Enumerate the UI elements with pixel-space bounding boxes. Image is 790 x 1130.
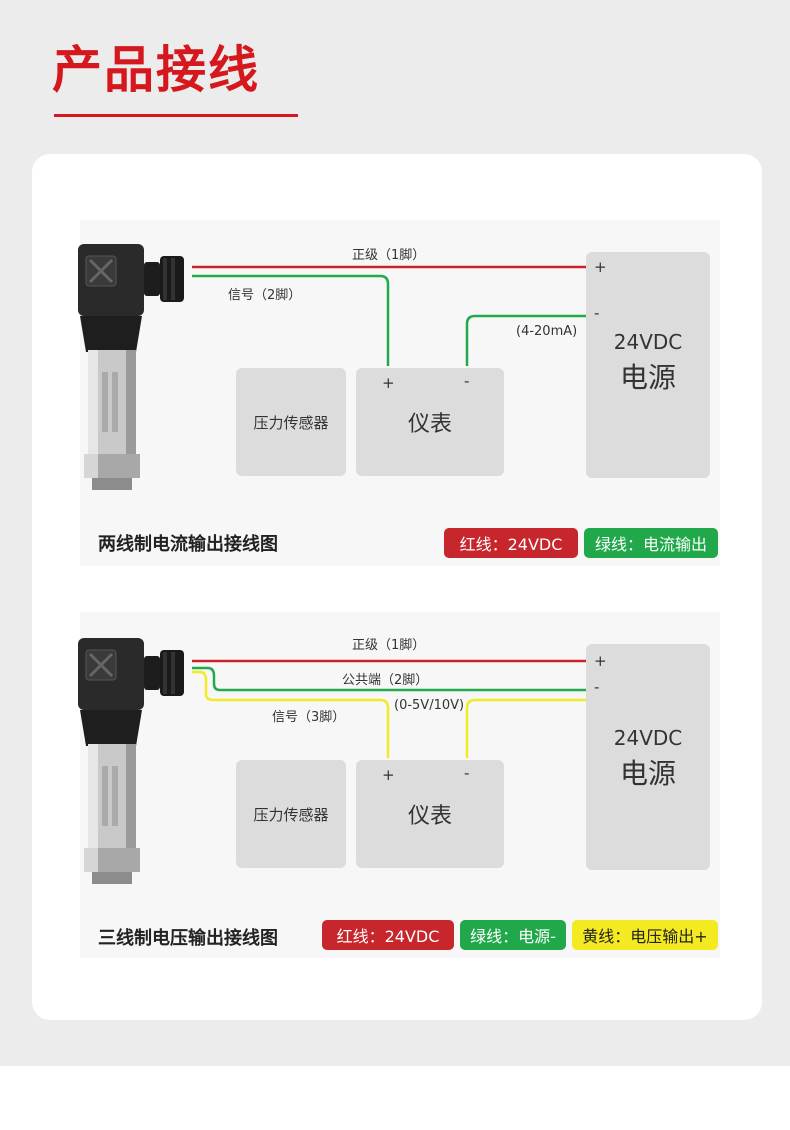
psu-name: 电源 <box>619 757 676 790</box>
sensor-box-label: 压力传感器 <box>253 413 329 432</box>
yellow-wire-signal <box>192 670 390 758</box>
sensor-box: 压力传感器 <box>236 368 346 476</box>
three-wire-common-label: 公共端（2脚） <box>342 673 429 688</box>
meter-box-label: 仪表 <box>407 804 452 829</box>
yellow-wire-return <box>465 698 588 758</box>
meter-box-label: 仪表 <box>407 412 452 437</box>
title-underline <box>54 114 298 117</box>
two-wire-caption: 两线制电流输出接线图 <box>98 534 278 555</box>
psu-minus-terminal: - <box>594 304 600 322</box>
meter-box: 仪表 <box>356 760 504 868</box>
sensor-box: 压力传感器 <box>236 760 346 868</box>
two-wire-diagram: 正级（1脚） 信号（2脚） (4-20mA) 压力传感器 仪表 + - + - … <box>78 220 720 566</box>
sensor-box-label: 压力传感器 <box>253 805 329 824</box>
badge-red-wire: 红线：24VDC <box>444 528 578 558</box>
psu-plus-terminal: + <box>594 652 607 670</box>
psu-text: 24VDC 电源 <box>586 330 710 396</box>
psu-name: 电源 <box>619 361 676 394</box>
three-wire-wires <box>192 659 588 758</box>
three-wire-signal-label: 信号（3脚） <box>272 710 346 725</box>
psu-box <box>586 644 710 870</box>
three-wire-range-label: (0-5V/10V) <box>394 698 465 713</box>
two-wire-range-label: (4-20mA) <box>516 324 578 339</box>
meter-plus-terminal: + <box>382 766 395 784</box>
badge-green-wire: 绿线：电源- <box>460 920 566 950</box>
page-title: 产品接线 <box>52 41 260 99</box>
two-wire-wires <box>192 265 588 366</box>
pressure-sensor-image <box>72 242 192 496</box>
two-wire-signal-label: 信号（2脚） <box>228 288 302 303</box>
psu-text: 24VDC 电源 <box>586 726 710 792</box>
psu-voltage: 24VDC <box>613 330 683 354</box>
green-wire-signal <box>192 274 390 366</box>
psu-voltage: 24VDC <box>613 726 683 750</box>
pressure-sensor-image <box>72 636 192 890</box>
green-wire-common <box>192 666 588 692</box>
psu-minus-terminal: - <box>594 678 600 696</box>
badge-red-wire: 红线：24VDC <box>322 920 454 950</box>
green-wire-return <box>465 314 588 366</box>
badge-green-wire: 绿线：电流输出 <box>584 528 718 558</box>
three-wire-caption: 三线制电压输出接线图 <box>98 928 278 949</box>
badge-yellow-wire: 黄线：电压输出+ <box>572 920 718 950</box>
psu-box <box>586 252 710 478</box>
psu-plus-terminal: + <box>594 258 607 276</box>
three-wire-positive-label: 正级（1脚） <box>352 638 426 653</box>
meter-minus-terminal: - <box>464 764 470 782</box>
meter-plus-terminal: + <box>382 374 395 392</box>
meter-minus-terminal: - <box>464 372 470 390</box>
two-wire-positive-label: 正级（1脚） <box>352 248 426 263</box>
meter-box: 仪表 <box>356 368 504 476</box>
three-wire-diagram: 正级（1脚） 公共端（2脚） 信号（3脚） (0-5V/10V) 压力传感器 仪… <box>78 612 720 958</box>
